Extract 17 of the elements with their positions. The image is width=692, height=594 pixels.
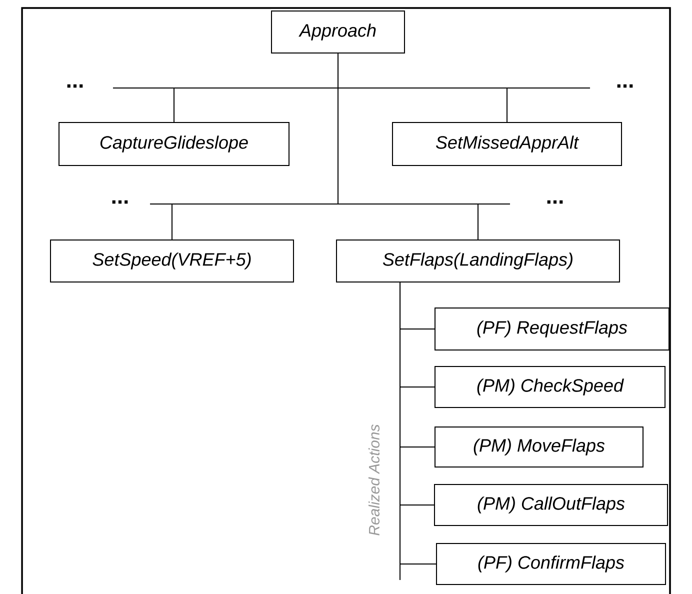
action-box: CaptureGlideslope (58, 122, 290, 166)
action-box: Approach (271, 10, 405, 54)
side-label: Realized Actions (368, 423, 381, 537)
ellipsis: ... (67, 84, 83, 88)
action-box: (PM) CheckSpeed (434, 366, 666, 408)
connector-line (338, 53, 478, 240)
ellipsis: ... (617, 84, 633, 88)
connector-line (400, 282, 436, 564)
action-box: (PF) ConfirmFlaps (436, 543, 666, 585)
ellipsis: ... (112, 200, 128, 204)
ellipsis: ... (547, 200, 563, 204)
action-box: SetSpeed(VREF+5) (50, 240, 294, 282)
action-box: SetMissedApprAlt (392, 122, 622, 166)
action-box: (PF) RequestFlaps (434, 308, 670, 350)
action-box: (PM) CallOutFlaps (434, 484, 668, 526)
action-box: (PM) MoveFlaps (434, 426, 644, 468)
action-box: SetFlaps(LandingFlaps) (336, 240, 620, 282)
